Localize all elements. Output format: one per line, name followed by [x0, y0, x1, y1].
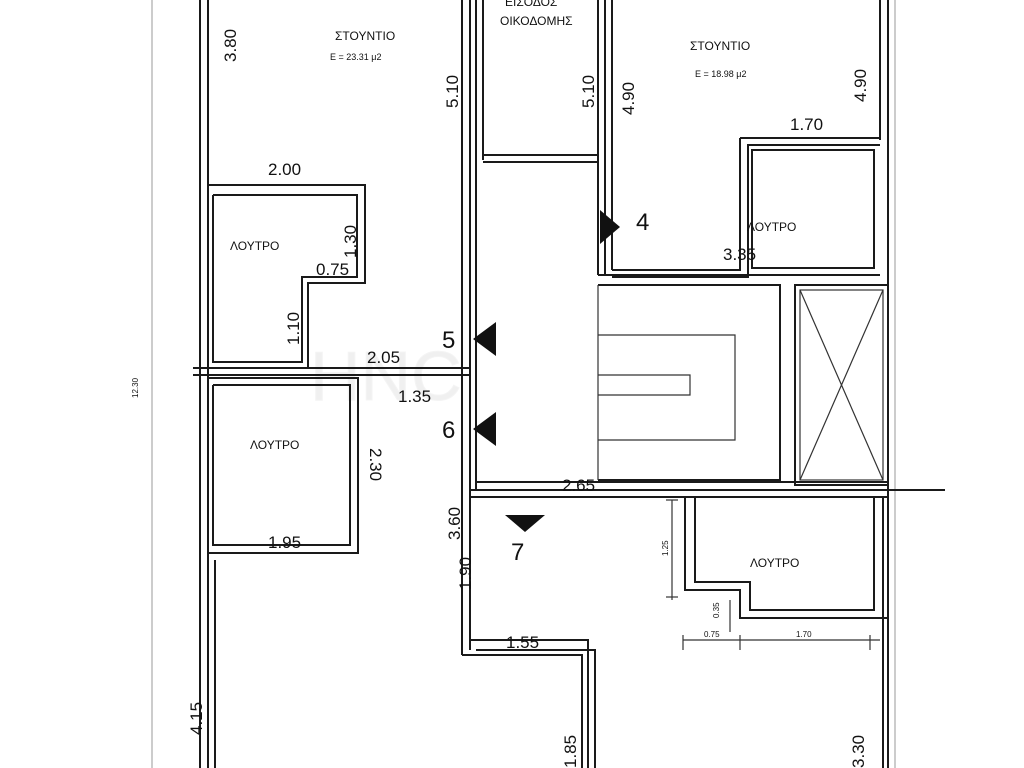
dim-490-b: 4.90 — [851, 69, 870, 102]
dim-415: 4.15 — [187, 702, 206, 735]
left-upper-rooms — [193, 184, 470, 376]
dim-335: 3.35 — [723, 245, 756, 264]
room-bath-2: ΛΟΥΤΡΟ — [747, 220, 796, 234]
dim-490-a: 4.90 — [619, 82, 638, 115]
dim-170-top: 1.70 — [790, 115, 823, 134]
dim-075: 0.75 — [316, 260, 349, 279]
section-marker-4-icon — [600, 210, 620, 244]
landing-walls — [470, 481, 945, 498]
dim-330: 3.30 — [849, 735, 868, 768]
room-entrance-line2: ΟΙΚΟΔΟΜΗΣ — [500, 14, 573, 28]
dim-380: 3.80 — [221, 29, 240, 62]
dim-195: 1.95 — [268, 533, 301, 552]
section-marker-5-icon — [473, 322, 496, 356]
left-middle-bath — [208, 377, 359, 554]
dim-205: 2.05 — [367, 348, 400, 367]
dim-185: 1.85 — [561, 735, 580, 768]
room-studio-right-area: Ε = 18.98 μ2 — [695, 69, 746, 79]
lower-walls — [207, 555, 596, 768]
dim-190: 1.90 — [456, 557, 475, 590]
room-bath-4: ΛΟΥΤΡΟ — [750, 556, 799, 570]
dimension-ticks — [666, 499, 871, 650]
outer-guides — [151, 0, 896, 768]
entrance-block — [483, 0, 613, 275]
room-bath-3: ΛΟΥΤΡΟ — [250, 438, 299, 452]
lower-right-bath — [683, 497, 888, 768]
dim-035-small: 0.35 — [712, 602, 721, 618]
section-marker-6-icon — [473, 412, 496, 446]
room-bath-1: ΛΟΥΤΡΟ — [230, 239, 279, 253]
section-mark-6: 6 — [442, 417, 455, 444]
corridor-walls — [461, 0, 484, 655]
dim-125-small: 1.25 — [661, 540, 670, 556]
section-mark-7: 7 — [511, 539, 524, 566]
section-mark-5: 5 — [442, 327, 455, 354]
dim-510-a: 5.10 — [443, 75, 462, 108]
dim-510-b: 5.10 — [579, 75, 598, 108]
room-entrance-line1: ΕΙΣΟΔΟΣ — [505, 0, 557, 9]
room-studio-left: ΣΤΟΥΝΤΙΟ — [335, 29, 395, 43]
dim-155: 1.55 — [506, 633, 539, 652]
stair-shaft — [597, 284, 781, 481]
room-studio-right: ΣΤΟΥΝΤΙΟ — [690, 39, 750, 53]
dim-1230-small: 12.30 — [131, 377, 140, 398]
dim-200: 2.00 — [268, 160, 301, 179]
section-mark-4: 4 — [636, 209, 649, 236]
dim-135: 1.35 — [398, 387, 431, 406]
section-marker-7-icon — [505, 515, 545, 532]
dim-360: 3.60 — [445, 507, 464, 540]
dim-230: 2.30 — [366, 448, 385, 481]
section-markers — [473, 210, 620, 532]
right-upper-rooms — [598, 137, 880, 278]
dim-170-small: 1.70 — [796, 630, 812, 639]
dim-265: 2.65 — [562, 476, 595, 495]
dim-075-small: 0.75 — [704, 630, 720, 639]
dim-110: 1.10 — [284, 312, 303, 345]
room-studio-left-area: Ε = 23.31 μ2 — [330, 52, 381, 62]
dim-130: 1.30 — [341, 225, 360, 258]
elevator-shaft — [794, 284, 889, 486]
